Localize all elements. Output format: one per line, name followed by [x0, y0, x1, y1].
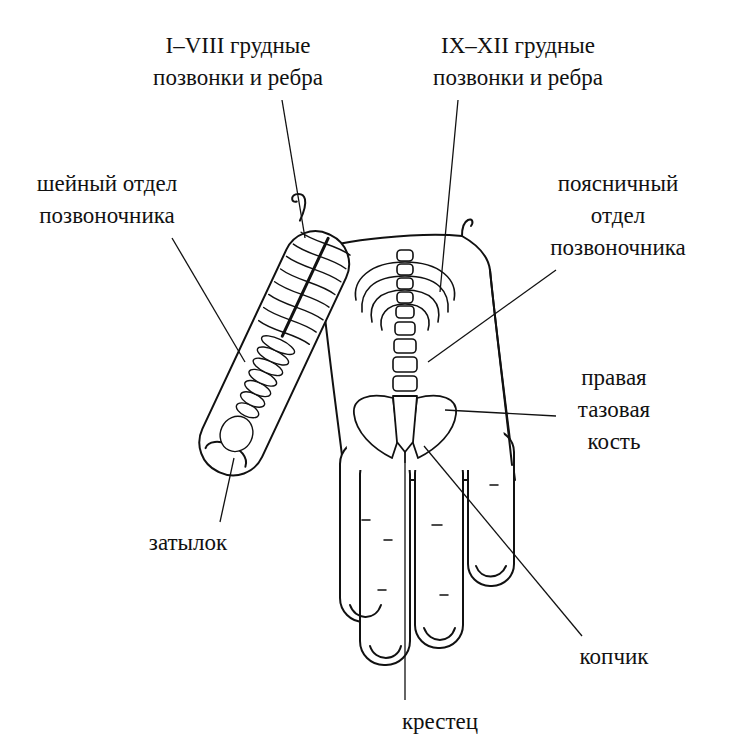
thumb — [174, 192, 370, 486]
palm-fill — [322, 246, 508, 470]
leader-line — [404, 462, 405, 700]
leader-line — [220, 458, 234, 522]
leader-line — [282, 100, 305, 238]
part-label: копчик — [534, 641, 694, 673]
nail — [370, 646, 401, 658]
nail — [350, 605, 381, 617]
part-label: шейный отдел позвоночника — [20, 168, 195, 232]
wrist-curl — [462, 219, 472, 236]
nail — [424, 628, 455, 640]
sacrum — [393, 396, 417, 452]
leader-lines — [172, 100, 582, 700]
part-label: поясничный отдел позвоночника — [538, 168, 698, 264]
finger — [415, 450, 463, 648]
part-label: правая тазовая кость — [557, 362, 672, 458]
part-label: затылок — [108, 527, 268, 559]
nail — [476, 566, 506, 577]
leader-line — [440, 100, 458, 292]
knuckle-mark — [362, 485, 498, 595]
vertebral-column — [393, 250, 417, 391]
leader-line — [424, 446, 582, 636]
coccyx — [404, 452, 406, 462]
rib-cage — [355, 262, 454, 330]
part-label: IX–XII грудные позвонки и ребра — [398, 30, 638, 94]
pelvis — [354, 396, 456, 462]
finger — [360, 450, 410, 665]
part-label: крестец — [360, 706, 520, 738]
palm-edge — [490, 270, 512, 465]
leader-line — [428, 270, 556, 362]
part-label: I–VIII грудные позвонки и ребра — [136, 30, 341, 94]
leader-line — [172, 238, 245, 362]
leader-line — [445, 410, 556, 416]
